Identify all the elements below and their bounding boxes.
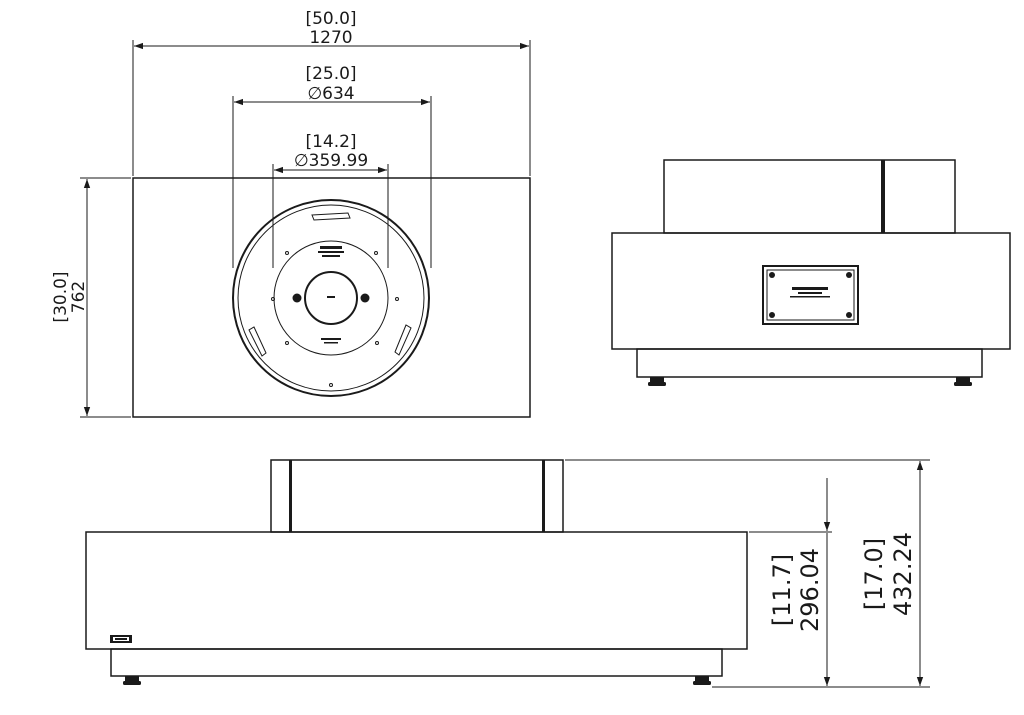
depth-inch-label: [30.0] <box>51 271 71 322</box>
width-mm-label: 1270 <box>309 28 352 48</box>
logo-mark-bottom <box>321 338 341 340</box>
front-glass-panel <box>270 459 564 533</box>
center-burner <box>304 271 358 325</box>
logo-mark-top <box>320 246 342 249</box>
depth-mm-label: 762 <box>69 281 89 313</box>
outer-diameter-inch-label: [25.0] <box>305 64 356 84</box>
side-view-body <box>611 232 1011 350</box>
side-view-plinth <box>636 348 983 378</box>
front-view-plinth <box>110 648 723 677</box>
outer-ring <box>232 199 430 397</box>
inner-diameter-inch-label: [14.2] <box>305 132 356 152</box>
mounting-holes <box>271 251 399 387</box>
total-height-mm-label: 432.24 <box>889 532 917 616</box>
body-height-inch-label: [11.7] <box>768 554 796 626</box>
top-view-body <box>132 177 531 418</box>
top-view: [50.0] 1270 [25.0] ∅634 [14.2] ∅359.99 [… <box>51 9 531 418</box>
side-view <box>611 159 1011 386</box>
side-glass-panel <box>663 159 956 234</box>
side-foot-left <box>650 377 664 382</box>
front-view-body <box>85 531 748 650</box>
width-inch-label: [50.0] <box>305 9 356 29</box>
front-foot-left <box>125 676 139 681</box>
side-foot-right <box>956 377 970 382</box>
bolt-right <box>360 293 370 303</box>
outer-diameter-mm-label: ∅634 <box>307 84 354 104</box>
total-height-inch-label: [17.0] <box>860 538 888 610</box>
ring-clips <box>248 212 412 357</box>
front-view: [11.7] 296.04 [17.0] 432.24 <box>85 459 930 688</box>
access-panel <box>762 265 859 325</box>
body-height-mm-label: 296.04 <box>796 548 824 632</box>
panel-logo <box>792 287 828 290</box>
bolt-left <box>292 293 302 303</box>
front-foot-right <box>695 676 709 681</box>
inner-diameter-mm-label: ∅359.99 <box>294 151 368 171</box>
